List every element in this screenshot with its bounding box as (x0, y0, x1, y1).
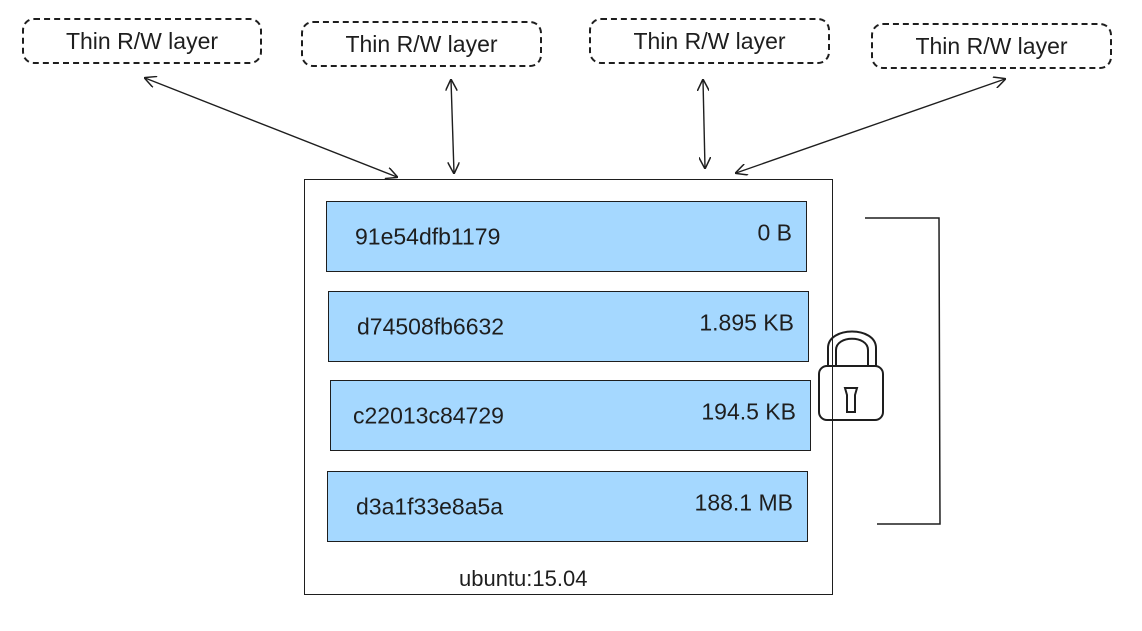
arrow-rw2-to-image (451, 80, 454, 173)
readonly-bracket (865, 217, 941, 525)
image-layer: d3a1f33e8a5a 188.1 MB (327, 471, 808, 542)
arrow-rw4-to-image (736, 79, 1005, 173)
layer-id: d74508fb6632 (357, 313, 505, 339)
layer-id: c22013c84729 (353, 402, 504, 428)
rw-layer-label: Thin R/W layer (345, 30, 498, 57)
arrow-rw3-to-image (703, 80, 705, 168)
lock-icon (818, 330, 884, 421)
rw-layer-1: Thin R/W layer (22, 18, 262, 64)
layer-size: 0 B (757, 218, 792, 245)
layer-size: 188.1 MB (694, 488, 793, 515)
image-layer: 91e54dfb1179 0 B (326, 201, 807, 272)
layer-size: 194.5 KB (701, 397, 796, 424)
image-layer: d74508fb6632 1.895 KB (328, 291, 809, 362)
layer-id: d3a1f33e8a5a (356, 493, 504, 519)
arrow-rw1-to-image (145, 78, 397, 177)
rw-layer-label: Thin R/W layer (633, 27, 786, 54)
image-container (304, 179, 833, 595)
image-name: ubuntu:15.04 (459, 566, 588, 591)
layer-id: 91e54dfb1179 (355, 223, 501, 249)
rw-layer-label: Thin R/W layer (65, 27, 219, 54)
rw-layer-2: Thin R/W layer (301, 21, 542, 67)
rw-layer-3: Thin R/W layer (589, 18, 830, 64)
rw-layer-4: Thin R/W layer (871, 23, 1112, 69)
rw-layer-label: Thin R/W layer (915, 32, 1068, 59)
layer-size: 1.895 KB (699, 308, 794, 335)
image-layer: c22013c84729 194.5 KB (330, 380, 811, 451)
